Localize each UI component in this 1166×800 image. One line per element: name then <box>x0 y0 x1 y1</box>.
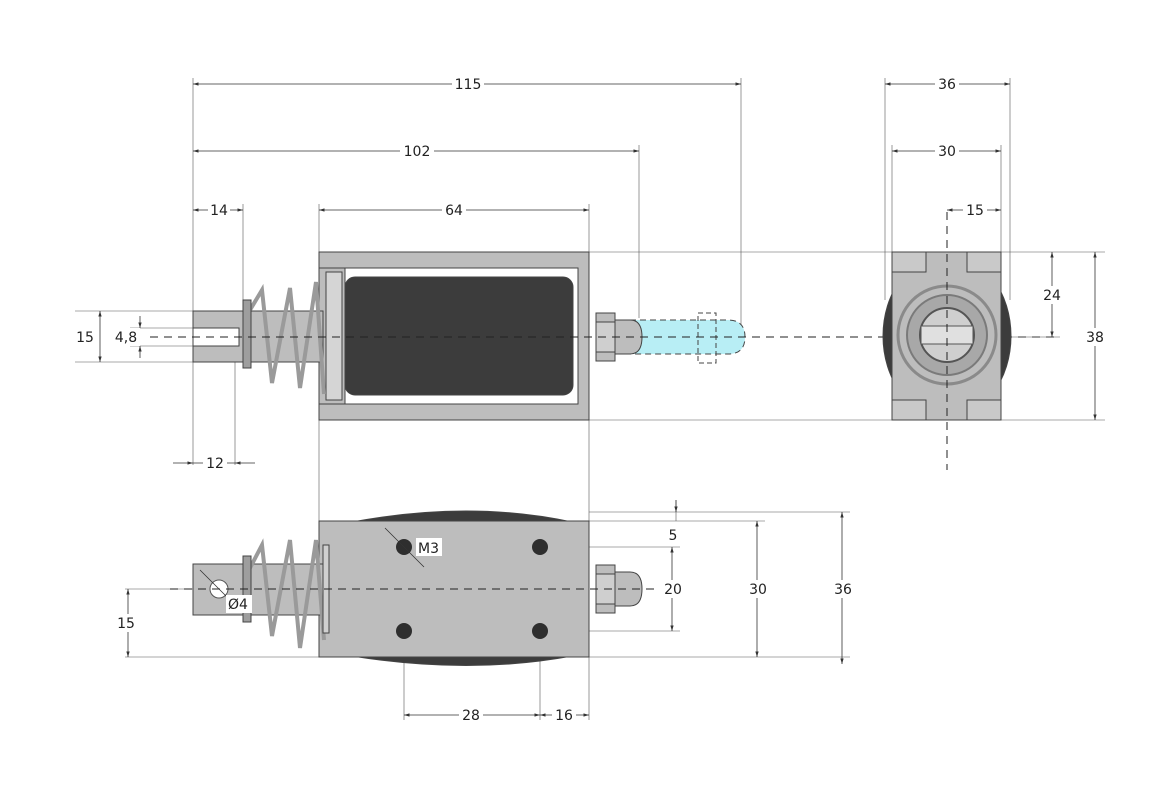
dim-retracted-length: 102 <box>193 142 639 160</box>
end-view-extension-lines <box>884 78 1060 338</box>
svg-text:24: 24 <box>1043 288 1061 304</box>
svg-text:15: 15 <box>117 616 135 632</box>
plunger-extended-ghost <box>629 312 746 364</box>
svg-text:36: 36 <box>938 77 956 93</box>
side-view: 115 102 14 64 15 4 <box>72 75 1105 522</box>
dim-end-hole-spacing: 24 <box>1040 252 1064 337</box>
dim-end-half-width: 15 <box>947 201 1001 219</box>
svg-text:12: 12 <box>206 456 224 472</box>
coil <box>344 276 574 396</box>
dim-shaft-height: 15 <box>72 311 102 362</box>
dim-top-hole-pitch: 28 <box>404 706 540 724</box>
plunger-nut <box>595 312 643 362</box>
dim-shaft-length: 14 <box>193 201 243 219</box>
side-view-extension-lines <box>75 78 1105 522</box>
top-view: M3 Ø4 5 20 30 36 <box>114 500 856 724</box>
top-view-mount-holes <box>396 539 548 639</box>
return-spring <box>248 281 326 395</box>
svg-text:30: 30 <box>938 144 956 160</box>
end-view: 36 30 15 24 38 <box>882 75 1107 470</box>
dim-slot-width: 4,8 <box>112 316 142 358</box>
svg-text:38: 38 <box>1086 330 1104 346</box>
svg-text:14: 14 <box>210 203 228 219</box>
svg-text:15: 15 <box>966 203 984 219</box>
svg-text:64: 64 <box>445 203 463 219</box>
dim-top-shaft-offset: 15 <box>114 589 140 657</box>
dim-end-width-frame: 30 <box>892 142 1001 160</box>
spring-washer <box>242 299 252 369</box>
svg-text:4,8: 4,8 <box>115 330 137 346</box>
end-view-corner-notches <box>891 251 1002 421</box>
svg-text:20: 20 <box>664 582 682 598</box>
dim-top-edge-offset: 5 <box>669 500 678 544</box>
svg-text:36: 36 <box>834 582 852 598</box>
svg-text:M3: M3 <box>418 541 439 557</box>
dim-top-coil-width: 36 <box>830 512 856 664</box>
mount-hole <box>532 623 548 639</box>
mount-hole <box>396 623 412 639</box>
plunger-shaft <box>192 310 324 363</box>
dim-end-width-outer: 36 <box>885 75 1010 93</box>
svg-text:30: 30 <box>749 582 767 598</box>
dim-frame-length: 64 <box>319 201 589 219</box>
svg-text:5: 5 <box>669 528 678 544</box>
svg-text:102: 102 <box>404 144 431 160</box>
svg-text:28: 28 <box>462 708 480 724</box>
dim-end-height: 38 <box>1083 252 1107 420</box>
dim-overall-length: 115 <box>193 75 741 93</box>
top-view-return-spring <box>248 538 326 649</box>
svg-text:115: 115 <box>455 77 482 93</box>
pin-hole-callout: Ø4 <box>199 569 252 613</box>
svg-text:Ø4: Ø4 <box>228 597 248 613</box>
svg-text:16: 16 <box>555 708 573 724</box>
mount-hole <box>532 539 548 555</box>
dim-spring-offset: 12 <box>173 454 255 472</box>
dim-top-frame-width: 30 <box>745 521 771 657</box>
dim-top-hole-end-offset: 16 <box>540 706 589 724</box>
dim-top-hole-row-spacing: 20 <box>660 547 686 631</box>
svg-text:15: 15 <box>76 330 94 346</box>
thread-callout: M3 <box>384 527 442 568</box>
